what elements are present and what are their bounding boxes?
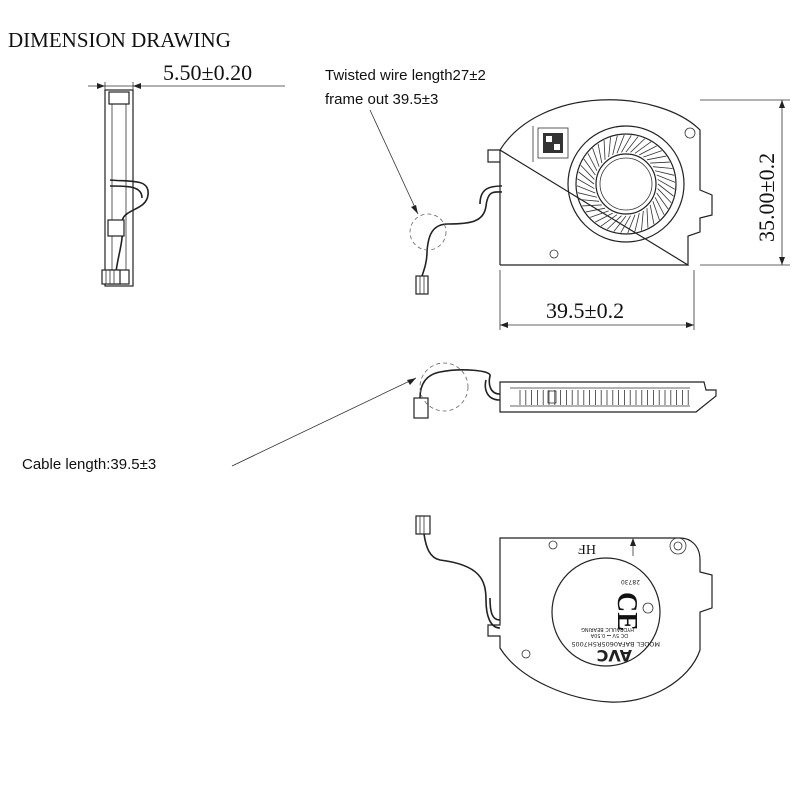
impeller-blade bbox=[608, 137, 611, 158]
impeller-blade bbox=[646, 208, 649, 228]
twisted-wire-note: Twisted wire length27±2 bbox=[325, 67, 486, 84]
impeller-blade bbox=[652, 201, 660, 220]
label-bearing: HYDRAULIC BEARING bbox=[581, 626, 634, 632]
drawing-title: DIMENSION DRAWING bbox=[8, 28, 231, 52]
impeller-blade bbox=[612, 135, 618, 155]
thickness-dimension-label: 5.50±0.20 bbox=[163, 60, 252, 85]
impeller-blade bbox=[625, 136, 639, 153]
label-brand: AVC bbox=[597, 646, 632, 665]
impeller-blade bbox=[582, 204, 602, 207]
fan-side-view: 5.50±0.20 bbox=[88, 60, 285, 287]
impeller-blade bbox=[583, 158, 596, 176]
impeller-blade bbox=[578, 171, 595, 185]
label-model: MODEL BAFA0605R5H7005 bbox=[571, 640, 660, 648]
impeller-blade bbox=[657, 183, 674, 197]
fan-top-view: 35.00±0.2 39.5±0.2 bbox=[409, 99, 790, 330]
impeller-blade bbox=[656, 174, 676, 183]
frame-out-note: frame out 39.5±3 bbox=[325, 91, 438, 108]
impeller-blade bbox=[649, 204, 655, 225]
cable-length-note: Cable length:39.5±3 bbox=[22, 456, 156, 473]
impeller-blade bbox=[603, 140, 606, 160]
impeller-blade bbox=[587, 153, 598, 171]
impeller-blade bbox=[585, 207, 606, 213]
profile-fins bbox=[519, 390, 689, 405]
impeller-blades bbox=[576, 134, 676, 234]
impeller-blade bbox=[600, 214, 618, 227]
impeller-blade bbox=[646, 155, 667, 161]
label-code: 28730 bbox=[621, 578, 640, 585]
twisted-wire-highlight bbox=[409, 213, 447, 251]
impeller-blade bbox=[616, 134, 625, 154]
impeller-blade bbox=[620, 215, 631, 233]
impeller-blade bbox=[657, 179, 675, 190]
impeller-blade bbox=[579, 199, 600, 202]
impeller-blade bbox=[655, 170, 675, 176]
impeller-blade bbox=[634, 213, 640, 233]
impeller-blade bbox=[657, 188, 672, 204]
impeller-blade bbox=[656, 192, 669, 210]
height-dimension-label: 35.00±0.2 bbox=[754, 153, 779, 242]
impeller-blade bbox=[650, 161, 670, 164]
fan-profile-view bbox=[413, 362, 717, 419]
impeller-blade bbox=[634, 141, 652, 154]
impeller-blade bbox=[590, 210, 609, 218]
impeller-blade bbox=[639, 145, 657, 156]
impeller-blade bbox=[592, 148, 600, 167]
impeller-blade bbox=[576, 185, 596, 194]
label-rating: DC 5V ⎓ 0.50A bbox=[590, 632, 628, 638]
fan-bottom-view: HF CE 28730 AVC MODEL BAFA0605R5H7005 DC… bbox=[415, 515, 713, 703]
product-label bbox=[551, 557, 661, 667]
impeller-blade bbox=[621, 135, 632, 153]
impeller-blade bbox=[577, 178, 595, 189]
impeller-blade bbox=[652, 166, 673, 169]
impeller-blade bbox=[641, 210, 644, 231]
cable-highlight bbox=[419, 362, 469, 412]
twisted-wire-leader bbox=[369, 109, 419, 215]
width-dimension-label: 39.5±0.2 bbox=[546, 298, 624, 323]
ce-mark: CE bbox=[611, 592, 642, 631]
impeller-blade bbox=[597, 143, 603, 164]
impeller-blade bbox=[595, 212, 613, 223]
impeller-blade bbox=[630, 138, 646, 153]
impeller-blade bbox=[643, 150, 662, 158]
impeller-blade bbox=[577, 192, 597, 198]
impeller-blade bbox=[627, 214, 636, 234]
impeller-blade bbox=[580, 164, 595, 180]
impeller-blade bbox=[654, 197, 665, 215]
cable-length-leader bbox=[231, 377, 417, 467]
impeller-blade bbox=[613, 215, 627, 232]
impeller-blade bbox=[606, 215, 622, 230]
hf-mark: HF bbox=[578, 541, 596, 556]
